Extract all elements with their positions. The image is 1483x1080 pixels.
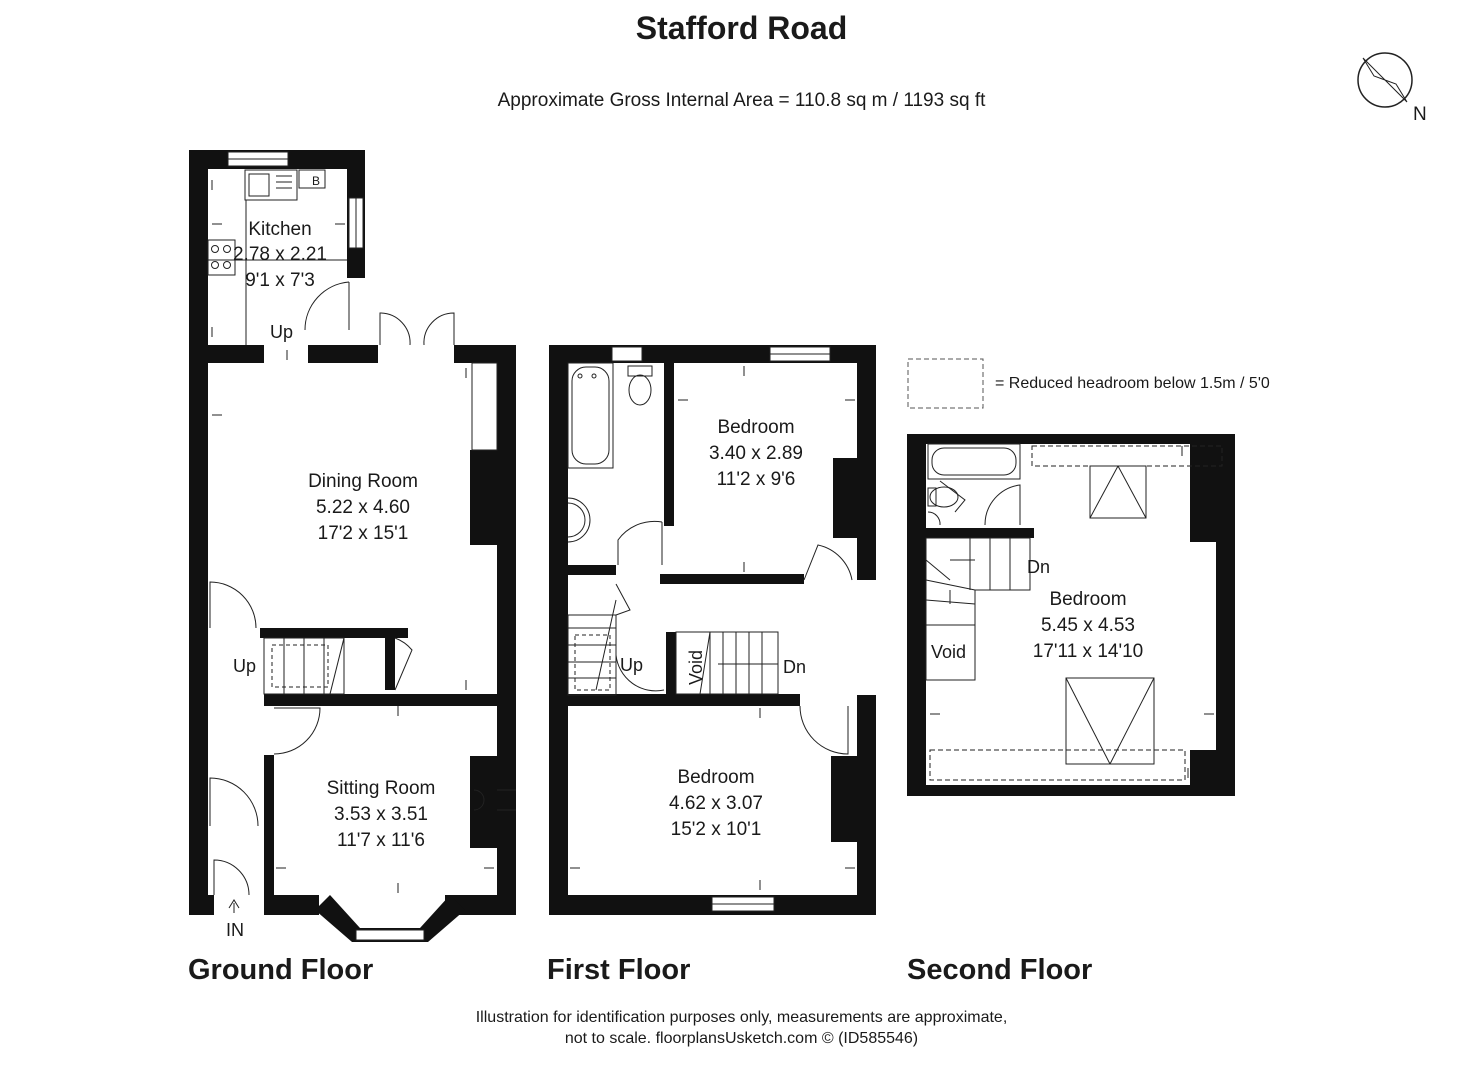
second-void-label: Void: [931, 642, 966, 662]
compass-north-label: N: [1413, 104, 1427, 125]
reduced-headroom-legend-text: = Reduced headroom below 1.5m / 5'0: [995, 375, 1270, 392]
ground-floor-dimension-arrows: [211, 180, 494, 913]
gross-area-subtitle: Approximate Gross Internal Area = 110.8 …: [497, 90, 986, 111]
dining-room-metric: 5.22 x 4.60: [316, 497, 410, 518]
kitchen-up-label: Up: [270, 322, 293, 342]
first-floor-fixtures: [567, 346, 853, 912]
sitting-room-imperial: 11'7 x 11'6: [337, 830, 425, 851]
second-bedroom-imperial: 17'11 x 14'10: [1033, 641, 1143, 662]
dining-room-name: Dining Room: [308, 471, 418, 492]
boiler-label: B: [312, 174, 320, 188]
sitting-room-name: Sitting Room: [327, 778, 436, 799]
entrance-label: IN: [226, 920, 244, 940]
page-title: Stafford Road: [635, 10, 848, 46]
first-floor-label: First Floor: [547, 954, 691, 986]
first-bedroom-back-name: Bedroom: [717, 417, 794, 438]
ground-floor-plan: [189, 150, 516, 942]
disclaimer-line-1: Illustration for identification purposes…: [475, 1009, 1008, 1026]
ground-floor-label: Ground Floor: [188, 954, 374, 986]
ground-floor-fixtures: [207, 151, 516, 941]
first-bedroom-front-imperial: 15'2 x 10'1: [671, 819, 762, 840]
first-bedroom-back-imperial: 11'2 x 9'6: [717, 469, 796, 490]
kitchen-imperial: 9'1 x 7'3: [245, 270, 315, 291]
ground-stairs-up-label: Up: [233, 656, 256, 676]
second-floor-dimension-arrows: [930, 446, 1214, 778]
first-stairs-down-label: Dn: [783, 657, 806, 677]
compass-icon: [1357, 52, 1413, 108]
second-floor-label: Second Floor: [907, 954, 1093, 986]
second-bedroom-metric: 5.45 x 4.53: [1041, 615, 1135, 636]
second-stairs-down-label: Dn: [1027, 557, 1050, 577]
first-bedroom-front-metric: 4.62 x 3.07: [669, 793, 763, 814]
second-floor-plan: [907, 434, 1235, 796]
dining-room-imperial: 17'2 x 15'1: [318, 523, 409, 544]
second-bedroom-name: Bedroom: [1049, 589, 1126, 610]
first-stairs-up-label: Up: [620, 655, 643, 675]
kitchen-name: Kitchen: [248, 219, 311, 240]
disclaimer-line-2: not to scale. floorplansUsketch.com © (I…: [564, 1030, 919, 1047]
second-floor-fixtures: [925, 443, 1223, 781]
first-bedroom-back-metric: 3.40 x 2.89: [709, 443, 803, 464]
kitchen-metric: 2.78 x 2.21: [233, 244, 327, 265]
reduced-headroom-legend-swatch: [907, 358, 984, 409]
first-floor-dimension-arrows: [570, 366, 855, 890]
first-bedroom-front-name: Bedroom: [677, 767, 754, 788]
sitting-room-metric: 3.53 x 3.51: [334, 804, 428, 825]
first-void-label: Void: [686, 650, 706, 685]
